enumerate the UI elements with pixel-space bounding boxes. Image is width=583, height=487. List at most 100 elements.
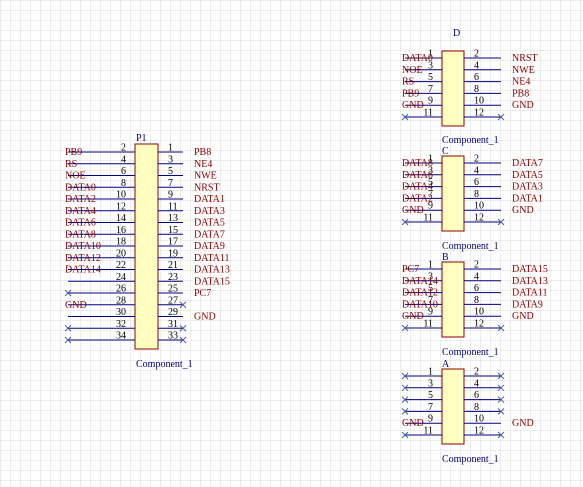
net-label: GND (512, 205, 534, 216)
no-connect-mark (64, 336, 72, 344)
net-label: DATA10 (402, 299, 438, 310)
pin-number: 9 (428, 414, 433, 425)
pin-number: 22 (116, 260, 126, 271)
pin-number: 4 (474, 378, 479, 389)
component-comment: Component_1 (442, 241, 499, 252)
no-connect-stroke (401, 113, 409, 121)
net-label: GND (194, 312, 216, 323)
pin-number: 9 (428, 307, 433, 318)
no-connect-mark (497, 218, 505, 226)
pin-number: 4 (474, 60, 479, 71)
pin-number: 10 (116, 190, 126, 201)
no-connect-mark (401, 408, 409, 415)
pin-number: 4 (474, 165, 479, 176)
pin-number: 11 (423, 213, 433, 224)
net-label: PB8 (194, 147, 211, 158)
designator: D (453, 28, 460, 39)
no-connect-mark (401, 324, 409, 332)
no-connect-mark (497, 408, 505, 415)
net-label: GND (402, 418, 424, 429)
pin-number: 17 (168, 237, 178, 248)
no-connect-stroke (64, 324, 72, 332)
pin-number: 24 (116, 272, 126, 283)
pin-number: 11 (168, 201, 178, 212)
net-label: NOE (65, 171, 86, 182)
net-label: DATA15 (194, 276, 230, 287)
net-label: GND (402, 100, 424, 111)
net-label: DATA8 (65, 229, 96, 240)
component-body (441, 261, 465, 338)
component-comment: Component_1 (442, 454, 499, 465)
pin-number: 32 (116, 319, 126, 330)
pin-number: 13 (168, 213, 178, 224)
no-connect-mark (179, 301, 187, 309)
designator: P1 (136, 133, 147, 144)
component-body (441, 50, 465, 127)
net-label: DATA5 (194, 218, 225, 229)
pin-number: 7 (428, 295, 433, 306)
net-label: DATA12 (65, 253, 101, 264)
component-comment: Component_1 (442, 347, 499, 358)
pin-number: 6 (474, 390, 479, 401)
no-connect-mark (179, 324, 187, 332)
net-label: DATA13 (194, 265, 230, 276)
net-label: NRST (512, 53, 538, 64)
no-connect-stroke (497, 431, 505, 439)
no-connect-stroke (401, 372, 409, 380)
pin-number: 12 (116, 201, 126, 212)
pin-number: 26 (116, 284, 126, 295)
net-label: NOE (402, 65, 423, 76)
net-label: GND (402, 205, 424, 216)
no-connect-mark (401, 384, 409, 392)
pin-number: 7 (428, 84, 433, 95)
net-label: DATA3 (512, 182, 543, 193)
pin-number: 5 (168, 166, 173, 177)
net-label: NE4 (194, 159, 212, 170)
net-label: DATA14 (65, 265, 101, 276)
net-label: DATA7 (194, 229, 225, 240)
net-label: DATA14 (402, 276, 438, 287)
net-label: DATA3 (194, 206, 225, 217)
net-label: DATA9 (194, 241, 225, 252)
pin-number: 9 (428, 96, 433, 107)
net-label: DATA9 (512, 299, 543, 310)
pin-number: 10 (474, 201, 484, 212)
no-connect-stroke (497, 324, 505, 332)
pin-number: 14 (116, 213, 126, 224)
pin-number: 1 (428, 260, 433, 271)
no-connect-stroke (497, 384, 505, 392)
pin-number: 30 (116, 307, 126, 318)
no-connect-stroke (497, 218, 505, 226)
pin-number: 7 (428, 402, 433, 413)
net-label: PC7 (194, 288, 211, 299)
net-label: DATA0 (65, 182, 96, 193)
pin-number: 6 (474, 177, 479, 188)
pin-number: 6 (474, 283, 479, 294)
designator: A (442, 359, 450, 370)
net-label: DATA15 (512, 264, 548, 275)
net-label: GND (512, 311, 534, 322)
net-label: NWE (512, 65, 535, 76)
net-label: DATA10 (65, 241, 101, 252)
net-label: DATA2 (65, 194, 96, 205)
designator: B (442, 252, 449, 263)
no-connect-stroke (401, 431, 409, 439)
no-connect-mark (401, 431, 409, 439)
pin-number: 2 (121, 143, 126, 154)
pin-number: 3 (428, 378, 433, 389)
no-connect-stroke (497, 408, 505, 415)
no-connect-mark (497, 324, 505, 332)
net-label: DATA1 (194, 194, 225, 205)
pin-number: 5 (428, 283, 433, 294)
net-label: DATA7 (512, 158, 543, 169)
pin-number: 20 (116, 248, 126, 259)
designator: C (442, 146, 449, 157)
pin-number: 28 (116, 295, 126, 306)
no-connect-stroke (179, 324, 187, 332)
no-connect-mark (497, 431, 505, 439)
pin-number: 18 (116, 237, 126, 248)
net-label: DATA1 (512, 193, 543, 204)
net-label: PC7 (402, 264, 419, 275)
